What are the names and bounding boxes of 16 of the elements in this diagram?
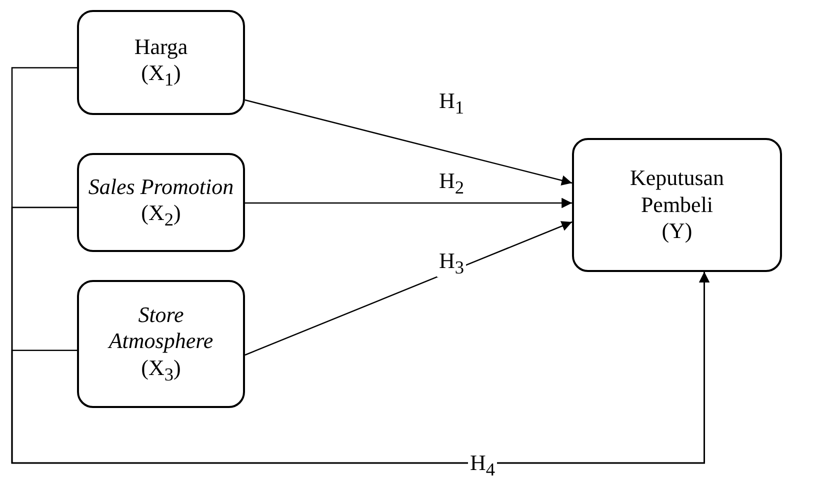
rounded-box	[77, 10, 245, 115]
node-text: (X$_{2}$)	[141, 200, 181, 232]
rounded-box	[77, 153, 245, 252]
rounded-box	[572, 138, 782, 272]
node-text: (X$_{1}$)	[141, 60, 181, 92]
arrow	[11, 272, 710, 464]
node-text: Store Atmosphere	[106, 302, 214, 355]
node-text: Keputusan Pembeli	[628, 165, 726, 218]
node-text: Harga	[134, 34, 188, 60]
rounded-box	[77, 280, 245, 408]
node-text: (X$_{3}$)	[141, 354, 181, 386]
node-text: (Y)	[662, 218, 692, 245]
arrow	[244, 99, 572, 186]
arrow	[245, 198, 572, 208]
arrow	[244, 221, 572, 356]
node-text: Sales Promotion	[88, 174, 234, 200]
